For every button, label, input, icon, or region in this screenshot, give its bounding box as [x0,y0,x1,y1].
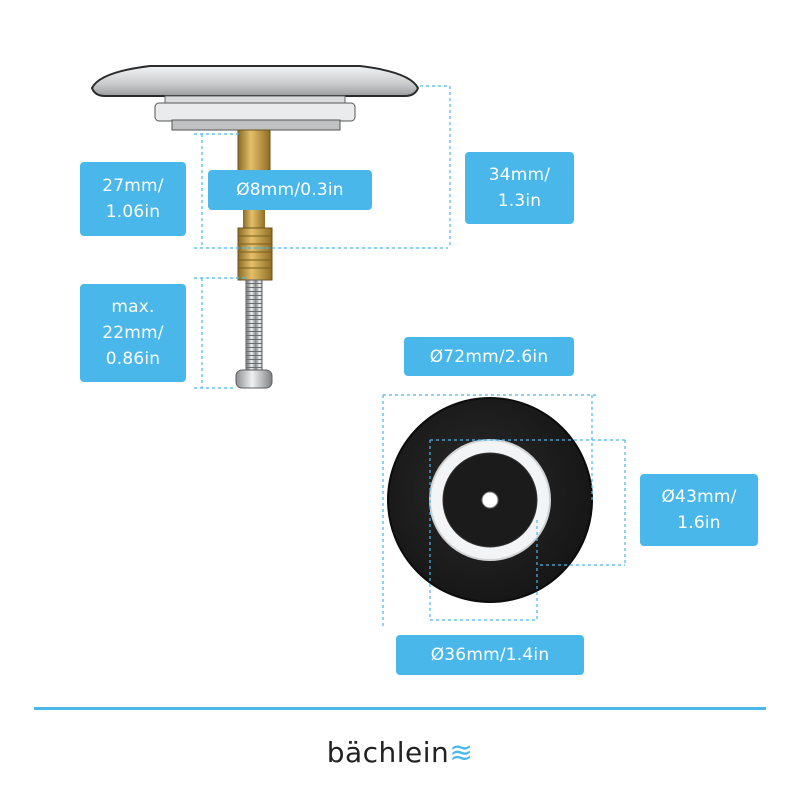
total-height-line2: 1.3in [497,191,542,211]
total-height-label: 34mm/ 1.3in [465,152,574,224]
top-dimension-lines [382,394,626,628]
center-hole [481,491,499,509]
base-diameter-text: Ø36mm/1.4in [430,645,550,665]
seal-diameter-line2: 1.6in [677,513,721,533]
stem-height-line2: 1.06in [105,202,161,222]
threaded-screw [245,279,263,373]
screw-head [235,369,273,389]
thread-length-line1: max. [111,297,155,317]
base-diameter-label: Ø36mm/1.4in [396,635,584,675]
stem-height-line1: 27mm/ [102,176,164,196]
thread-length-line2: 22mm/ [102,323,164,343]
total-height-line1: 34mm/ [488,165,551,185]
thread-length-label: max. 22mm/ 0.86in [80,284,186,382]
cap-diameter-label: Ø72mm/2.6in [404,337,574,376]
seal-diameter-label: Ø43mm/ 1.6in [640,474,758,546]
stopper-cap [90,65,420,97]
stem-height-label: 27mm/ 1.06in [80,162,186,236]
stem-diameter-label: Ø8mm/0.3in [208,170,372,210]
footer-divider [34,707,766,710]
stopper-top-view [387,397,593,603]
waves-icon: ≋ [449,736,474,769]
stem-diameter-text: Ø8mm/0.3in [236,180,344,200]
brand-logo: bächlein≋ [0,736,800,769]
seal-diameter-line1: Ø43mm/ [661,487,737,507]
cap-diameter-text: Ø72mm/2.6in [429,346,549,367]
thread-length-line3: 0.86in [105,349,161,369]
stopper-seal [154,102,356,122]
brand-name: bächlein [326,736,450,769]
